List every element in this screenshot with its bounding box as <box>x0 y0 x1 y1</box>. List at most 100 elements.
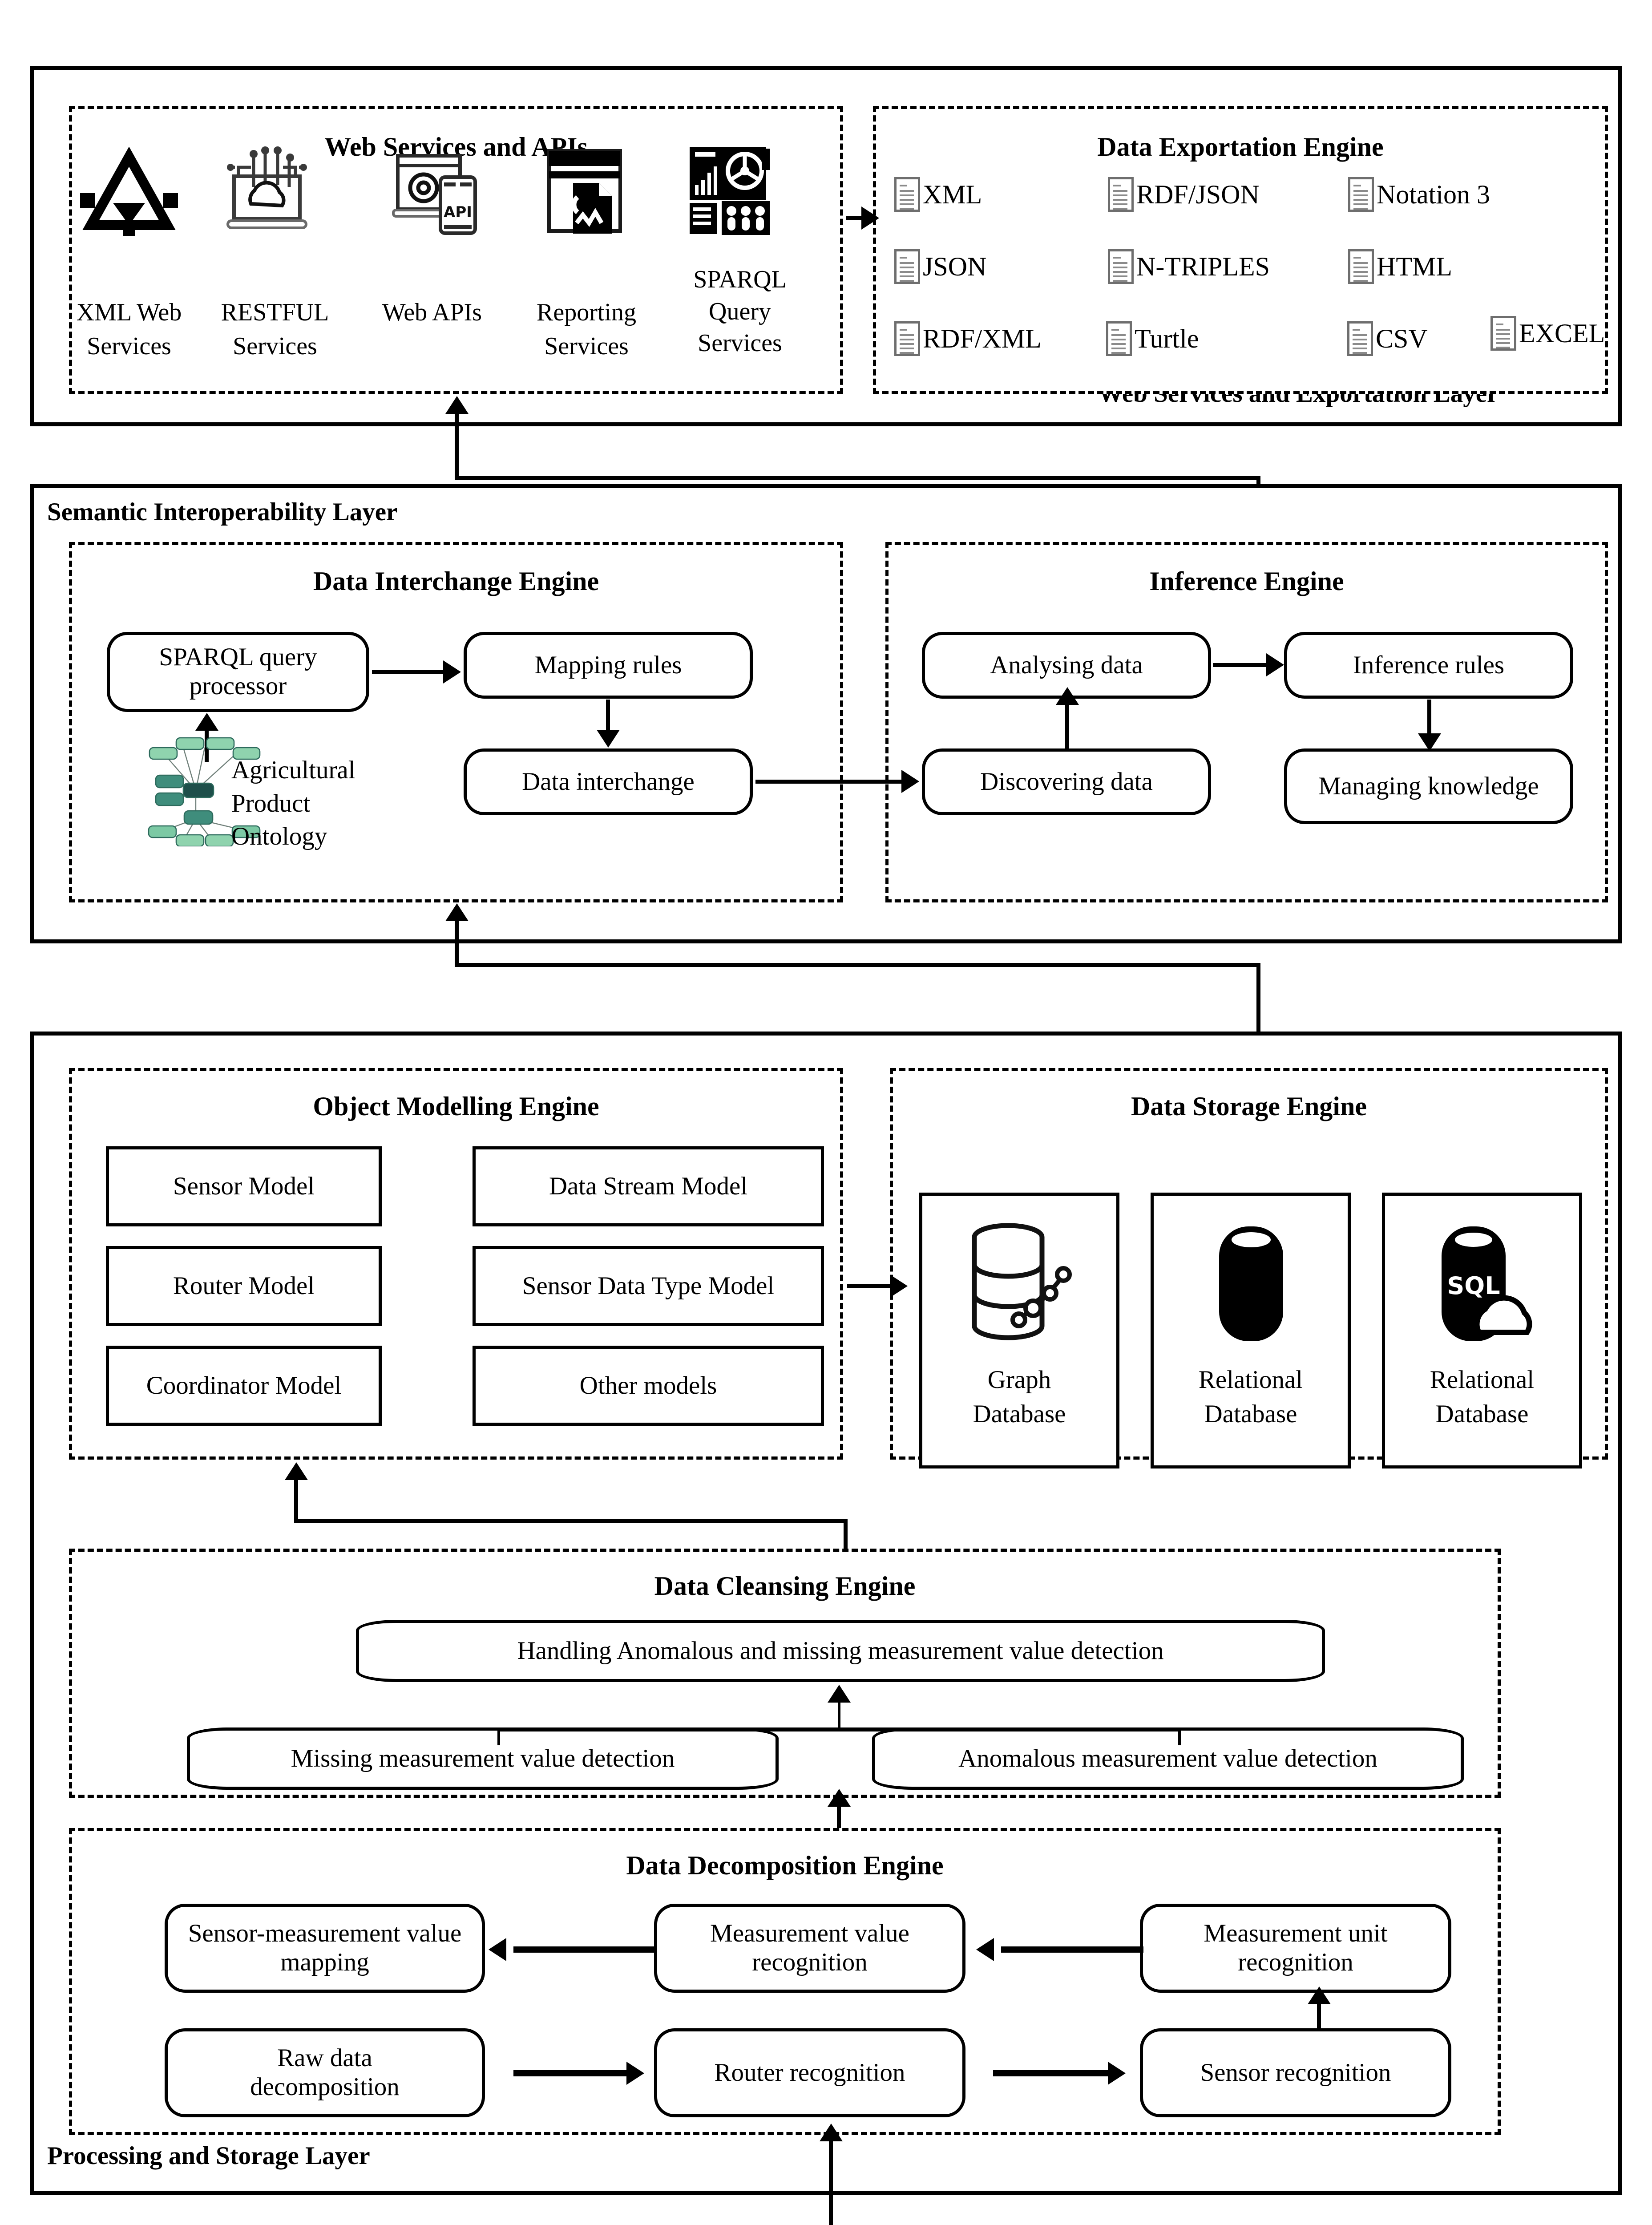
arrowhead-inference-rules-to-managing <box>1418 733 1441 751</box>
connector-analysing-to-inference-rules <box>1213 663 1269 667</box>
mapping-rules-node[interactable]: Mapping rules <box>464 632 753 699</box>
arrowhead-interchange-to-discovering <box>901 770 919 793</box>
data-interchange-node[interactable]: Data interchange <box>464 748 753 815</box>
document-icon <box>1108 249 1134 284</box>
handling-anomalous-missing-node[interactable]: Handling Anomalous and missing measureme… <box>356 1620 1325 1682</box>
arrowhead-ontology-to-sparql <box>195 713 218 731</box>
relational-database-icon <box>1207 1215 1296 1348</box>
connector-semantic-to-web-hline <box>455 476 1260 480</box>
document-icon <box>1347 321 1373 356</box>
connector-interchange-to-discovering <box>755 780 902 784</box>
xml-triangle-icon <box>80 146 178 239</box>
sql-cloud-database-label: Relational Database <box>1430 1366 1535 1428</box>
cleansing-bracket-horizontal <box>497 1727 1181 1731</box>
connector-cleansing-to-objectmodelling-vline <box>294 1479 298 1523</box>
arrowhead-sensorrecog-to-measunit <box>1308 1986 1331 2004</box>
document-icon <box>1490 316 1516 351</box>
export-format-xml: XML <box>894 177 982 212</box>
svg-text:SQL: SQL <box>1447 1272 1500 1300</box>
arrowhead-objectmodelling-to-storage <box>890 1274 908 1298</box>
arrowhead-rawdata-to-router <box>626 2062 644 2085</box>
data-exportation-engine-title: Data Exportation Engine <box>1097 132 1384 162</box>
inference-engine-panel <box>885 542 1608 902</box>
export-format-json: JSON <box>894 249 986 284</box>
document-icon <box>894 249 920 284</box>
connector-inference-rules-to-managing <box>1427 700 1431 736</box>
connector-cleansing-to-objectmodelling-riser <box>844 1519 848 1551</box>
document-icon <box>1348 249 1374 284</box>
anomalous-measurement-detection-node[interactable]: Anomalous measurement value detection <box>872 1727 1464 1790</box>
connector-webservices-to-exportation <box>846 216 865 220</box>
sql-cloud-database-icon: SQL <box>1429 1215 1536 1348</box>
arrowhead-into-data-cleansing <box>828 1789 851 1807</box>
export-format-html: HTML <box>1348 249 1452 284</box>
managing-knowledge-node[interactable]: Managing knowledge <box>1284 748 1573 824</box>
sensor-data-type-model-box[interactable]: Sensor Data Type Model <box>473 1246 824 1326</box>
semantic-interoperability-layer-label: Semantic Interoperability Layer <box>47 498 398 526</box>
web-service-label-reporting: Reporting Services <box>537 299 636 360</box>
document-icon <box>894 321 920 356</box>
arrowhead-into-web-services <box>445 396 469 414</box>
connector-sensorrecog-to-measunit <box>1317 2002 1321 2031</box>
processing-and-storage-layer-label: Processing and Storage Layer <box>47 2142 370 2170</box>
export-format-excel: EXCEL <box>1490 316 1605 351</box>
arrowhead-into-handling-node <box>828 1685 851 1703</box>
sensor-model-box[interactable]: Sensor Model <box>106 1146 382 1226</box>
connector-rawdata-to-router <box>513 2070 629 2076</box>
arrowhead-router-to-sensor <box>1108 2062 1126 2085</box>
data-decomposition-engine-title: Data Decomposition Engine <box>626 1851 944 1880</box>
export-format-rdf-xml: RDF/XML <box>894 321 1042 356</box>
connector-discovering-to-analysing <box>1065 702 1069 749</box>
web-service-label-xml: XML Web Services <box>76 299 182 360</box>
web-service-label-restful: RESTFUL Services <box>221 299 329 360</box>
connector-semantic-to-web-vline <box>455 414 459 480</box>
document-icon <box>1108 177 1134 212</box>
inference-engine-title: Inference Engine <box>1149 566 1344 596</box>
arrowhead-analysing-to-inference-rules <box>1266 653 1284 676</box>
connector-sparql-to-mapping <box>372 670 446 674</box>
export-format-csv: CSV <box>1347 321 1428 356</box>
arrowhead-into-data-interchange <box>445 903 469 921</box>
data-stream-model-box[interactable]: Data Stream Model <box>473 1146 824 1226</box>
relational-database-label: Relational Database <box>1198 1366 1303 1428</box>
other-models-box[interactable]: Other models <box>473 1346 824 1426</box>
export-format-n-triples: N-TRIPLES <box>1108 249 1270 284</box>
sensor-measurement-value-mapping-node[interactable]: Sensor-measurement value mapping <box>165 1904 485 1993</box>
data-interchange-engine-title: Data Interchange Engine <box>313 566 599 596</box>
web-service-label-web-apis: Web APIs <box>382 299 482 326</box>
coordinator-model-box[interactable]: Coordinator Model <box>106 1346 382 1426</box>
arrowhead-measunit-to-measvalue <box>976 1938 994 1961</box>
cleansing-bracket-right-riser <box>1178 1727 1181 1745</box>
raw-data-decomposition-node[interactable]: Raw data decomposition <box>165 2028 485 2117</box>
router-recognition-node[interactable]: Router recognition <box>654 2028 965 2117</box>
cleansing-bracket-center-stem <box>838 1701 840 1729</box>
arrowhead-into-object-modelling <box>285 1462 308 1480</box>
arrowhead-discovering-to-analysing <box>1056 687 1079 705</box>
web-service-label-sparql: SPARQL Query Services <box>693 266 787 357</box>
dashboard-chart-icon <box>685 142 774 238</box>
connector-physical-to-processing <box>829 2140 833 2225</box>
graph-database-label: Graph Database <box>973 1366 1066 1428</box>
data-storage-engine-title: Data Storage Engine <box>1131 1092 1367 1121</box>
sparql-query-processor-node[interactable]: SPARQL query processor <box>107 632 369 712</box>
data-cleansing-engine-title: Data Cleansing Engine <box>654 1571 916 1601</box>
object-modelling-engine-title: Object Modelling Engine <box>313 1092 599 1121</box>
connector-measvalue-to-mapping <box>513 1946 656 1953</box>
svg-text:API: API <box>444 203 472 221</box>
agricultural-product-ontology-icon <box>133 735 263 847</box>
measurement-value-recognition-node[interactable]: Measurement value recognition <box>654 1904 965 1993</box>
router-model-box[interactable]: Router Model <box>106 1246 382 1326</box>
connector-processing-to-semantic-vline <box>455 920 459 967</box>
document-icon <box>894 177 920 212</box>
connector-decomposition-to-cleansing <box>837 1806 841 1832</box>
sensor-recognition-node[interactable]: Sensor recognition <box>1140 2028 1451 2117</box>
api-gear-screen-icon: API <box>392 147 481 236</box>
document-icon <box>1106 321 1132 356</box>
graph-database-icon <box>962 1215 1078 1348</box>
measurement-unit-recognition-node[interactable]: Measurement unit recognition <box>1140 1904 1451 1993</box>
missing-measurement-detection-node[interactable]: Missing measurement value detection <box>187 1727 779 1790</box>
discovering-data-node[interactable]: Discovering data <box>922 748 1211 815</box>
inference-rules-node[interactable]: Inference rules <box>1284 632 1573 699</box>
arrowhead-webservices-to-exportation <box>861 206 879 230</box>
